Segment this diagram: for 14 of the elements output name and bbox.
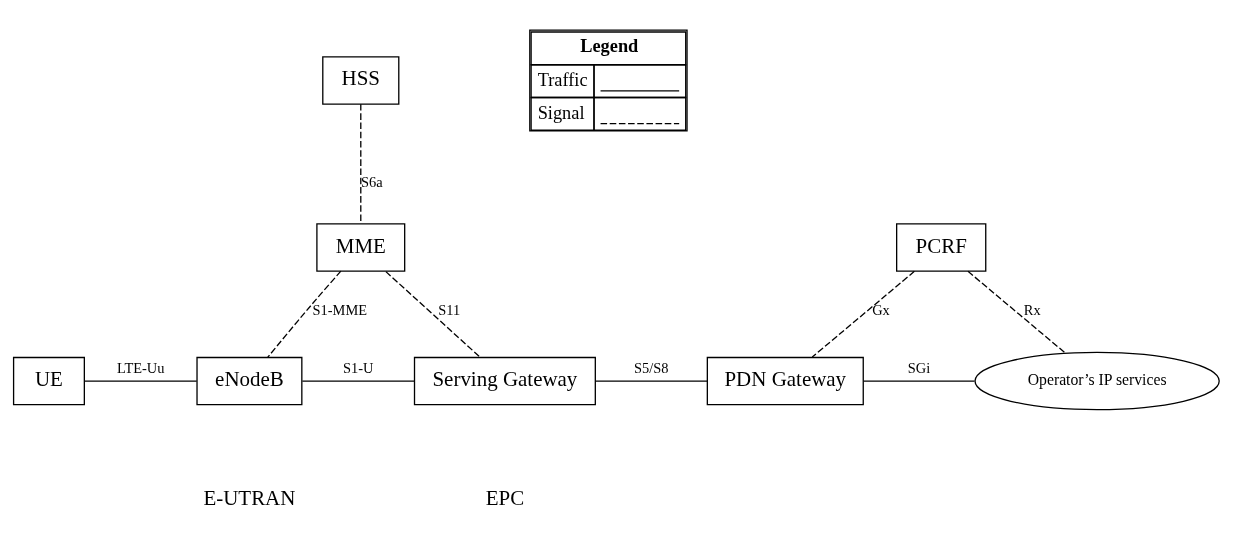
edge-label: Rx <box>1023 301 1041 318</box>
edge-label: S1-MME <box>312 301 368 318</box>
edge-label: S6a <box>361 173 383 190</box>
label: Legend <box>580 35 639 56</box>
edge-label: SGi <box>907 359 931 376</box>
legend-label: Traffic <box>537 69 588 90</box>
legend-label: Signal <box>537 102 585 123</box>
edge-label: LTE-Uu <box>116 359 165 376</box>
label: EPC <box>485 485 525 510</box>
edge-label: S5/S8 <box>634 359 669 376</box>
edge-label: Gx <box>872 301 890 318</box>
edge-label: S11 <box>438 301 461 318</box>
label: E-UTRAN <box>203 485 296 510</box>
edge-label: S1-U <box>342 359 374 376</box>
